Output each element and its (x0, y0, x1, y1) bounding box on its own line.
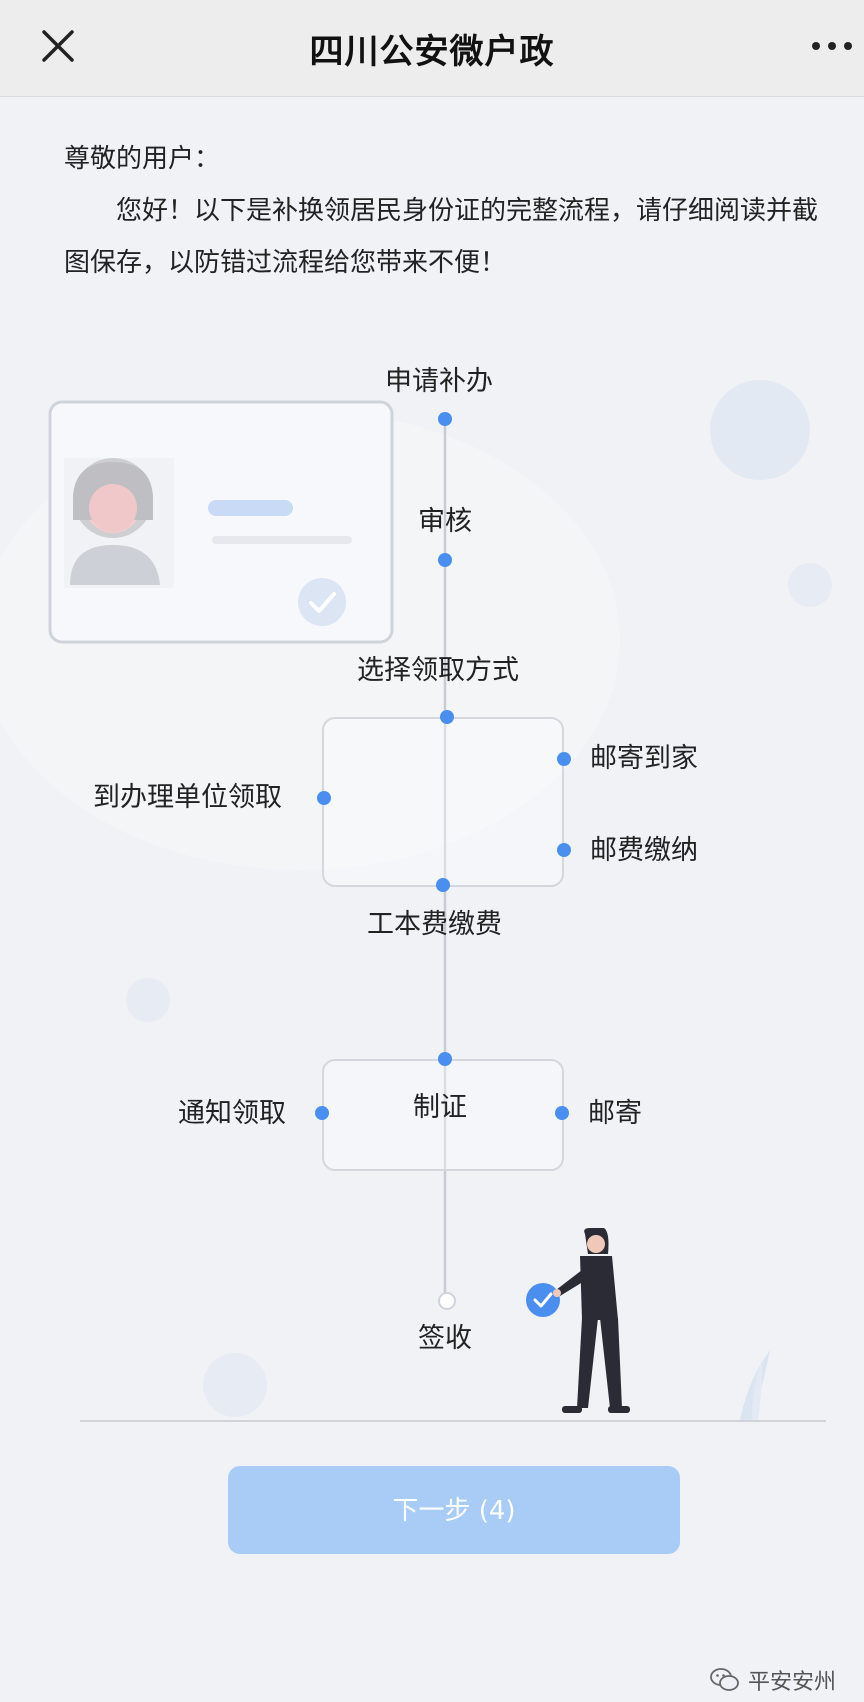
option-notify-label: 通知领取 (178, 1098, 286, 1129)
person-illustration (553, 1228, 630, 1413)
option-pickup-unit-dot (317, 791, 331, 805)
option-mail-home-label: 邮寄到家 (590, 743, 698, 774)
step-apply-label: 申请补办 (385, 366, 493, 397)
step-sign-label: 签收 (418, 1323, 472, 1354)
step-choose-dot (440, 710, 454, 724)
next-step-button[interactable]: 下一步 (4) (228, 1466, 680, 1554)
step-review-dot (438, 553, 452, 567)
salutation: 尊敬的用户： (64, 144, 221, 174)
step-sign-dot (438, 1292, 456, 1310)
step-fee-label: 工本费缴费 (367, 909, 502, 940)
step-choose-label: 选择领取方式 (357, 655, 519, 686)
watermark: 平安安州 (710, 1664, 836, 1696)
option-mail-fee-dot (557, 843, 571, 857)
step-make-label: 制证 (413, 1092, 467, 1123)
greeting-line-1: 您好！以下是补换领居民身份证的完整流程，请仔细阅读并截 (116, 196, 819, 226)
step-apply-dot (438, 412, 452, 426)
wechat-icon (710, 1668, 739, 1691)
option-mail-fee-label: 邮费缴纳 (590, 835, 698, 866)
id-card-illustration (48, 400, 394, 644)
option-pickup-unit-label: 到办理单位领取 (93, 782, 282, 813)
more-icon[interactable] (810, 36, 854, 56)
option-mail-home-dot (557, 752, 571, 766)
page-title: 四川公安微户政 (309, 32, 555, 72)
nav-bar: 四川公安微户政 (0, 0, 864, 97)
option-notify-dot (315, 1106, 329, 1120)
step-review-label: 审核 (418, 506, 472, 537)
option-mail-dot (555, 1106, 569, 1120)
watermark-text: 平安安州 (747, 1670, 836, 1695)
step-make-dot (438, 1052, 452, 1066)
step-fee-dot (436, 878, 450, 892)
greeting-text: 尊敬的用户： 您好！以下是补换领居民身份证的完整流程，请仔细阅读并截 图保存，以… (64, 133, 854, 289)
greeting-line-2: 图保存，以防错过流程给您带来不便！ (64, 248, 507, 278)
close-icon[interactable] (38, 26, 78, 66)
option-mail-label: 邮寄 (588, 1098, 642, 1129)
page-content: 尊敬的用户： 您好！以下是补换领居民身份证的完整流程，请仔细阅读并截 图保存，以… (0, 97, 864, 1702)
